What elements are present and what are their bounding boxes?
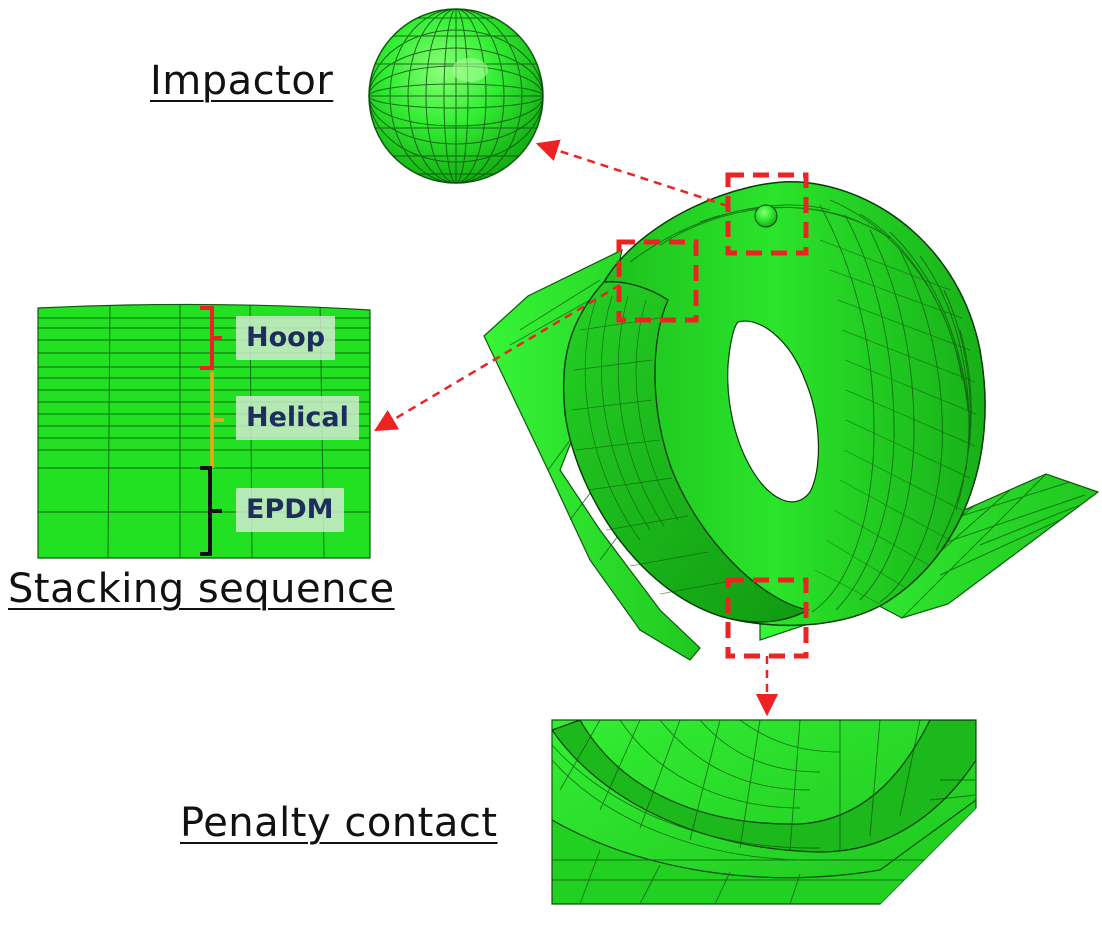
- epdm-layer-label: EPDM: [236, 488, 344, 532]
- helical-layer-label: Helical: [236, 396, 359, 440]
- highlight-boxes: [616, 172, 809, 659]
- impactor-sphere: [368, 8, 544, 184]
- arrow-to-stacking: [374, 283, 621, 432]
- stacking-sequence-label: Stacking sequence: [8, 566, 395, 612]
- support-plate-left: [483, 248, 701, 661]
- main-fe-model: [483, 181, 1100, 661]
- hoop-bracket: [200, 306, 222, 370]
- contact-zone-box: [725, 577, 809, 659]
- impact-zone-box: [725, 172, 809, 256]
- arrow-to-impactor: [535, 139, 729, 208]
- penalty-contact-inset: [551, 719, 977, 905]
- cylinder-bore: [727, 320, 820, 503]
- impactor-label: Impactor: [150, 58, 334, 104]
- stacking-zone-box: [616, 239, 699, 323]
- helical-bracket: [210, 372, 224, 468]
- penalty-contact-label: Penalty contact: [180, 800, 498, 846]
- epdm-bracket: [200, 466, 222, 556]
- impactor-on-cylinder: [754, 204, 778, 228]
- hoop-layer-label: Hoop: [236, 316, 336, 360]
